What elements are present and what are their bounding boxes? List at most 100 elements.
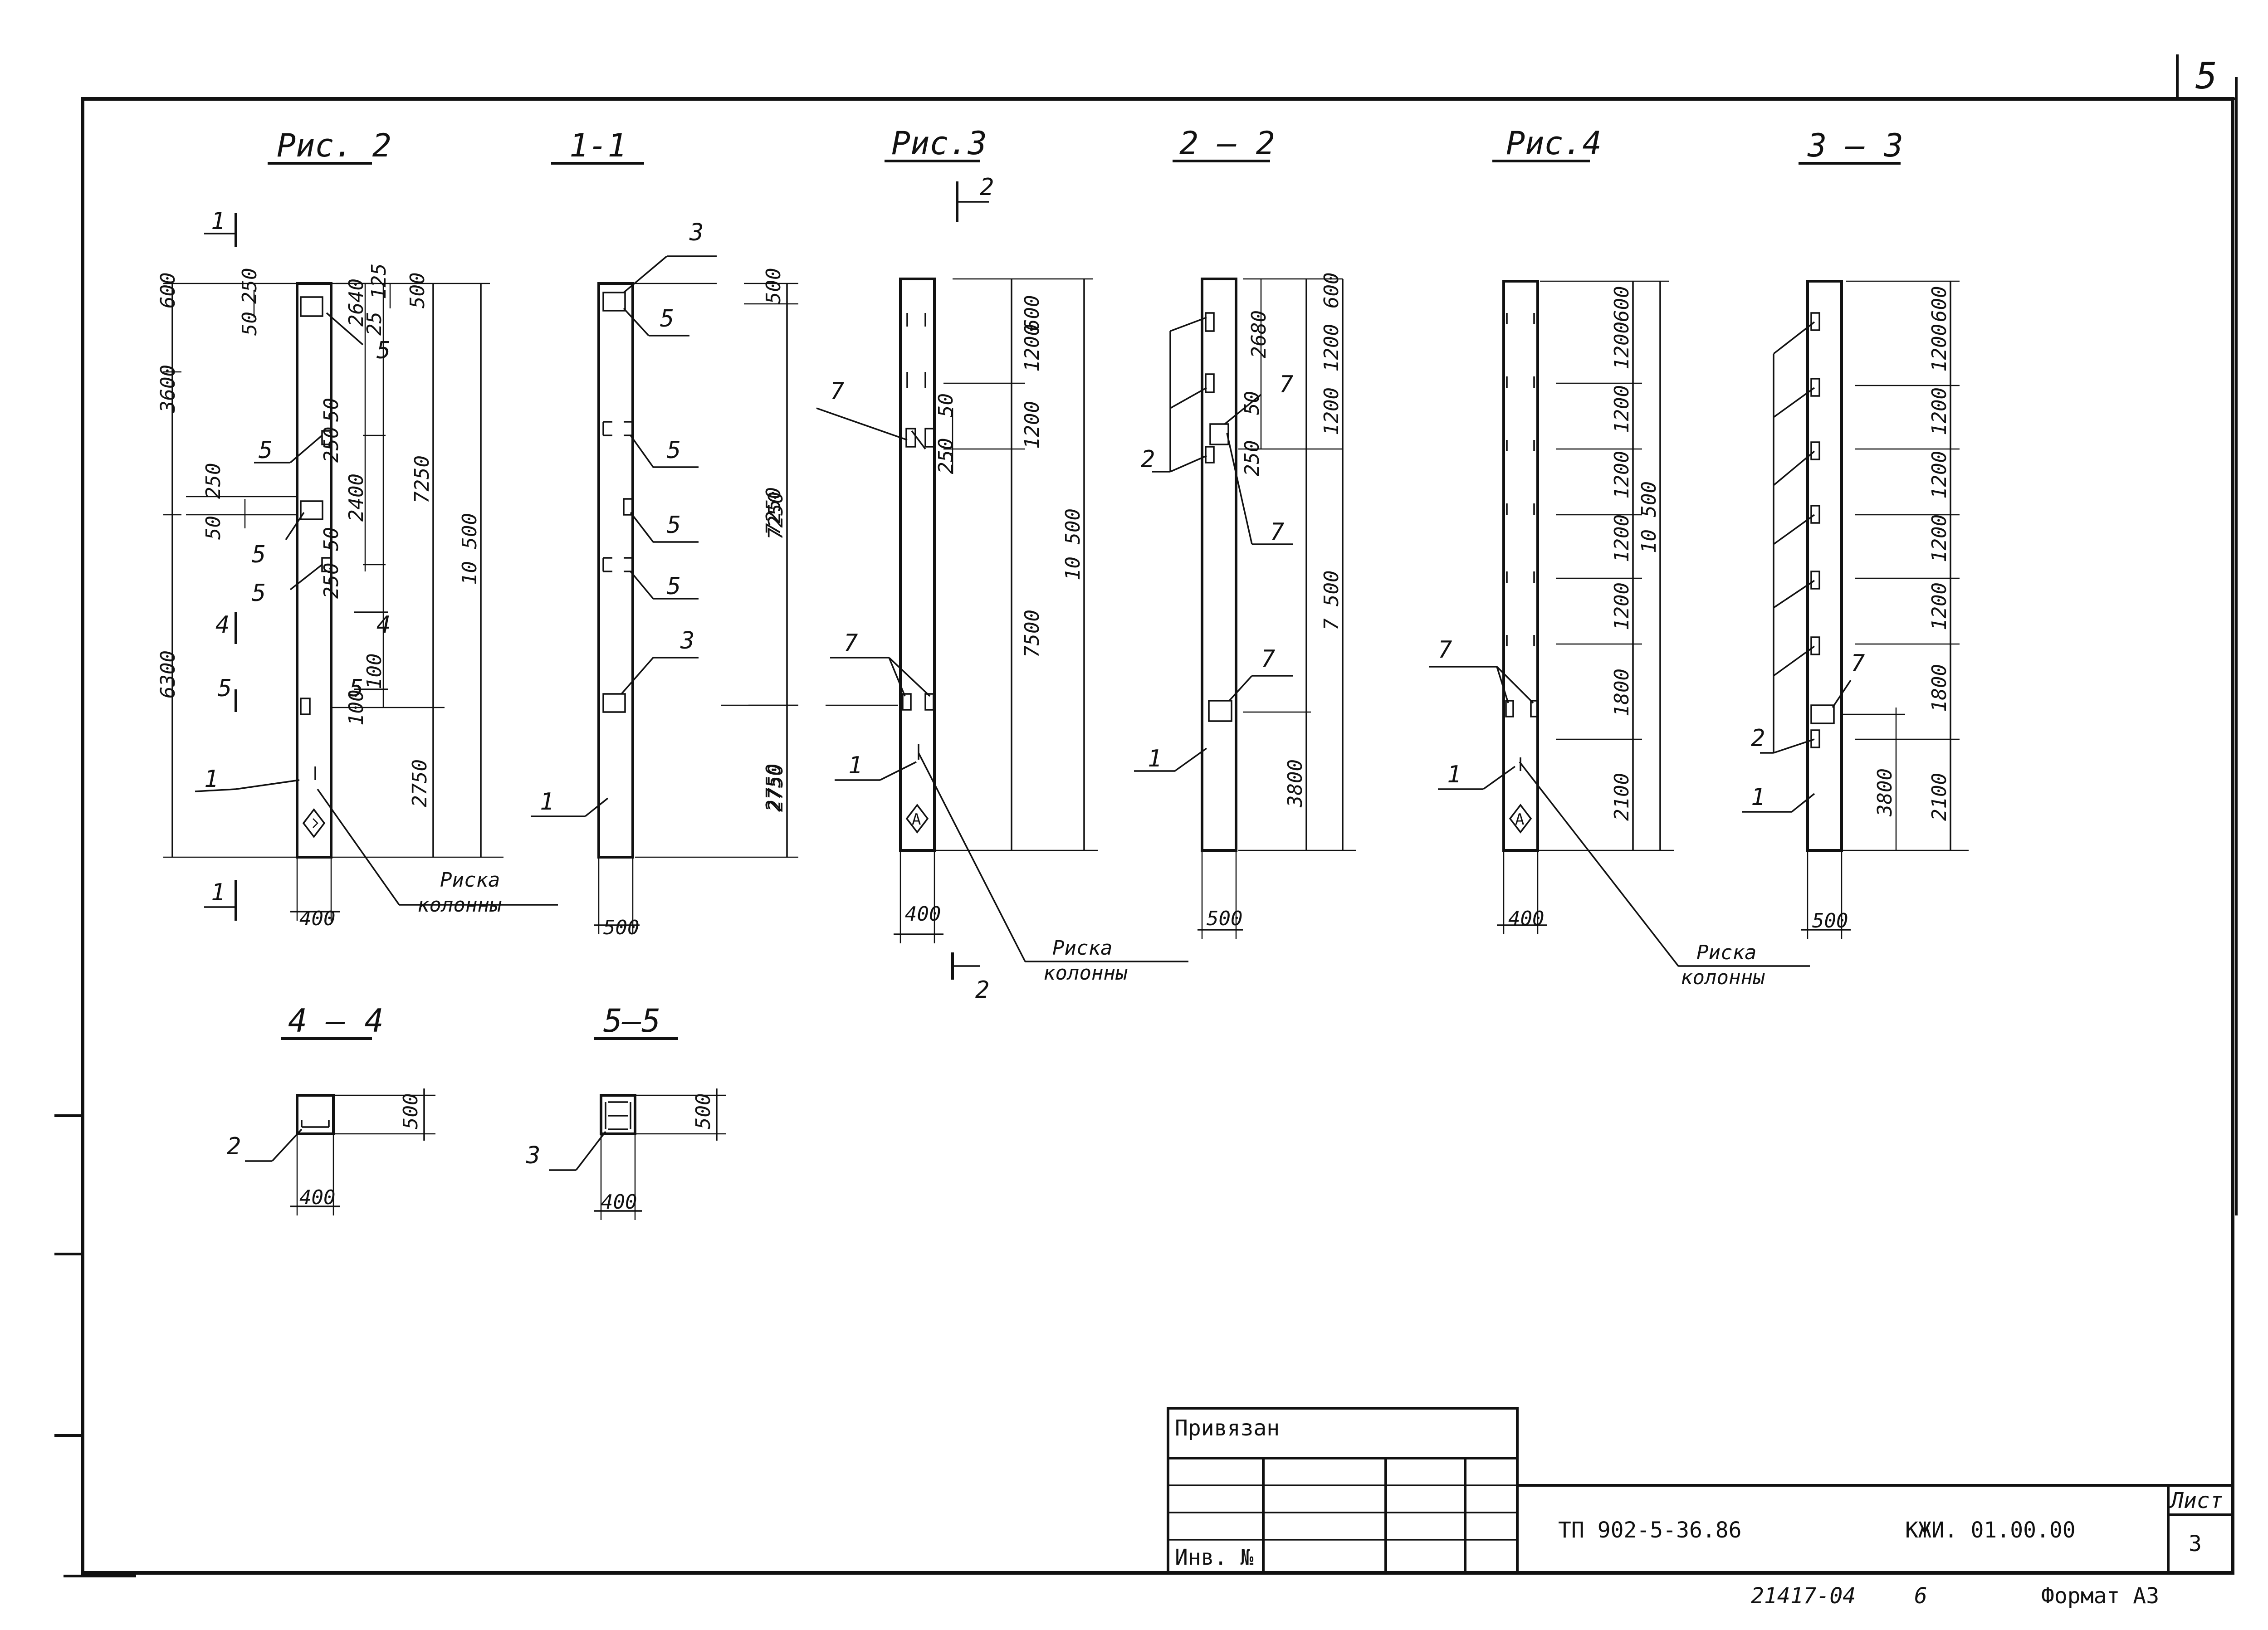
fig4-width-400: 400 (1508, 907, 1544, 930)
fig2-dim-250c: 250 (320, 427, 343, 463)
fig2-dim-50d: 50 (320, 527, 343, 551)
fig4-callout-7: 7 (1438, 636, 1452, 664)
doc-mark: КЖИ. 01.00.00 (1905, 1518, 2076, 1543)
sec55-dim-500: 500 (692, 1093, 715, 1129)
fig2-cut-4-right: 4 (376, 611, 391, 639)
fig3-dim-2750: 2750 (762, 764, 785, 812)
fig2-cut-5-left: 5 (218, 675, 232, 702)
fig3-riska: Риска (1052, 937, 1112, 960)
doc-code: ТП 902-5-36.86 (1558, 1518, 1742, 1543)
sec22-dim-1200a: 1200 (1320, 324, 1343, 372)
fig4-dim-1200a: 1200 (1610, 322, 1633, 370)
fig2-dim-250a: 250 (238, 268, 261, 304)
sec11-labels: 500 7250 2750 500 3 5 5 5 5 3 1 (540, 219, 787, 939)
sheet-number: 3 (2189, 1531, 2202, 1557)
fig2-callout-5b: 5 (259, 437, 273, 464)
fig2-dim-6300: 6300 (156, 650, 180, 698)
fig4-callout-1: 1 (1447, 761, 1461, 788)
sec55-labels: 500 400 3 (526, 1093, 715, 1214)
title-fig2: Рис. 2 (277, 127, 391, 164)
fig3-column (748, 181, 1188, 980)
column-tags: A A (912, 810, 1524, 829)
sec33-callout-1: 1 (1751, 784, 1765, 811)
fig2-cut-1-bottom: 1 (211, 879, 225, 906)
fig2-width-400: 400 (299, 907, 335, 930)
bound-label: Привязан (1175, 1415, 1280, 1441)
sec22-dim-600: 600 (1320, 273, 1343, 308)
sec44-labels: 500 400 2 (227, 1093, 422, 1209)
sec33-dim-1200b: 1200 (1928, 387, 1951, 435)
fig2-dim-600: 600 (156, 273, 180, 308)
fig3-callout-1: 1 (848, 752, 862, 779)
title-block (1167, 1407, 2233, 1574)
fig3-cut-2-top: 2 (980, 174, 994, 201)
sec22-dim-3800: 3800 (1284, 759, 1307, 808)
fig2-dim-100a: 100 (363, 654, 386, 689)
fig2-dim-50b: 50 (202, 516, 225, 540)
sec22-callout-7b: 7 (1270, 518, 1284, 546)
sec22-callout-7c: 7 (1261, 645, 1275, 673)
fig3-dim-600: 600 (1021, 295, 1044, 331)
sec11-callout-5b: 5 (667, 437, 681, 464)
footer-number: 21417-04 (1751, 1583, 1856, 1609)
fig2-kolonny: колонны (417, 893, 502, 917)
title-sec22: 2 – 2 (1179, 125, 1275, 162)
sec22-column (1134, 278, 1356, 939)
sec22-dim-7500: 7 500 (1320, 571, 1343, 630)
sec33-dim-2100: 2100 (1928, 773, 1951, 821)
title-sec33: 3 – 3 (1807, 127, 1903, 164)
sec55-detail (549, 1088, 726, 1220)
fig3-dim-50: 50 (934, 393, 958, 417)
fig2-dim-50c: 50 (320, 398, 343, 422)
sec33-labels: 600 1200 1200 1200 1200 1200 1800 2100 3… (1751, 286, 1951, 932)
fig2-dim-500: 500 (406, 273, 429, 308)
fig3-dim-7250: 7250 (762, 487, 785, 535)
sec33-dim-1200e: 1200 (1928, 582, 1951, 630)
sec22-width-500: 500 (1207, 907, 1242, 930)
sheet-label: Лист (2169, 1488, 2223, 1513)
sec11-callout-3a: 3 (689, 219, 704, 246)
sec22-callout-2: 2 (1141, 446, 1155, 473)
fig2-dim-250b: 250 (202, 463, 225, 499)
sec11-dim-7250: 7250 (764, 492, 787, 540)
sec33-dim-600: 600 (1928, 286, 1951, 322)
fig2-dim-7250: 7250 (411, 455, 434, 503)
fig4-dim-2100: 2100 (1610, 773, 1633, 821)
sec33-dim-1200d: 1200 (1928, 514, 1951, 562)
sec11-column (531, 255, 798, 934)
title-sec11: 1-1 (569, 127, 626, 164)
title-fig3: Рис.3 (891, 125, 987, 162)
fig2-callout-1: 1 (204, 766, 218, 793)
fig3-dim-250: 250 (934, 438, 958, 474)
sec11-width-500: 500 (603, 916, 639, 939)
sec33-column (1742, 280, 1969, 939)
fig3-tag-icon: A (912, 810, 921, 829)
fig2-cut-4-left: 4 (215, 611, 230, 639)
sec33-width-500: 500 (1812, 909, 1848, 932)
title-fig4: Рис.4 (1506, 125, 1602, 162)
sec44-width-400: 400 (299, 1186, 335, 1209)
fig2-column (163, 213, 558, 921)
fig3-dim-10500: 10 500 (1061, 508, 1085, 581)
fig2-dim-25: 25 (363, 312, 386, 336)
sec55-callout-3: 3 (526, 1142, 540, 1169)
sec33-dim-3800: 3800 (1873, 768, 1897, 817)
sec55-width-400: 400 (601, 1191, 637, 1214)
fig2-riska: Риска (440, 869, 500, 892)
fig2-dim-250d: 250 (320, 563, 343, 599)
sec33-dim-1200a: 1200 (1928, 324, 1951, 372)
sec11-callout-5d: 5 (667, 573, 681, 600)
fig2-dim-3600: 3600 (156, 365, 180, 413)
sec11-callout-5c: 5 (667, 512, 681, 539)
fig2-labels: 600 3600 6300 250 50 250 50 250 50 250 5… (156, 208, 502, 930)
fig2-dim-2640: 2640 (345, 278, 368, 327)
title-sec55: 5–5 (603, 1002, 660, 1039)
fig3-cut-2-bottom: 2 (975, 976, 989, 1004)
fig4-dim-600: 600 (1610, 286, 1633, 322)
fig4-column (1429, 280, 1810, 967)
fig4-kolonny: колонны (1681, 966, 1765, 989)
sec11-dim-2750: 2750 (764, 764, 787, 812)
fig4-riska: Риска (1696, 941, 1756, 964)
fig2-dim-2750: 2750 (408, 759, 431, 807)
fig4-dim-1200b: 1200 (1610, 385, 1633, 433)
